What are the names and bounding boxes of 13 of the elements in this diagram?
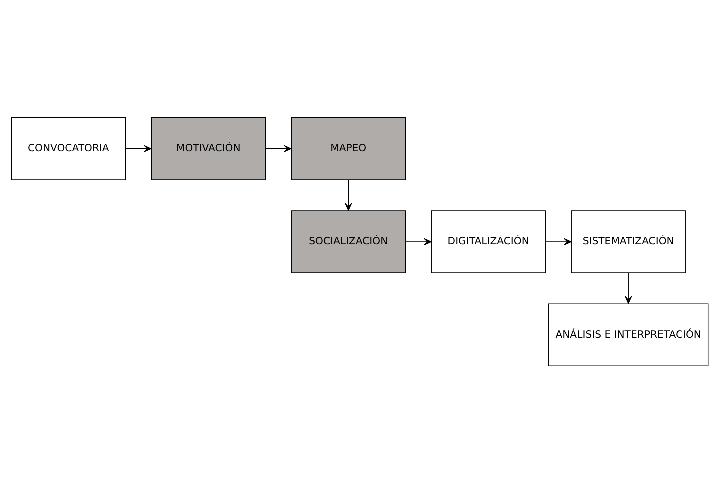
node-box: DIGITALIZACIÓN xyxy=(431,210,546,273)
arrow xyxy=(545,238,572,246)
node-box: MOTIVACIÓN xyxy=(151,117,266,180)
arrow xyxy=(345,179,352,211)
node-box: SOCIALIZACIÓN xyxy=(291,210,406,273)
node-box: MAPEO xyxy=(291,117,406,180)
arrow xyxy=(625,272,632,304)
arrow xyxy=(265,144,292,152)
arrow xyxy=(125,144,152,152)
node-box: CONVOCATORIA xyxy=(11,117,126,180)
node-box: SISTEMATIZACIÓN xyxy=(571,210,686,273)
node-box: ANÁLISIS E INTERPRETACIÓN xyxy=(548,303,709,366)
arrow xyxy=(405,238,432,246)
